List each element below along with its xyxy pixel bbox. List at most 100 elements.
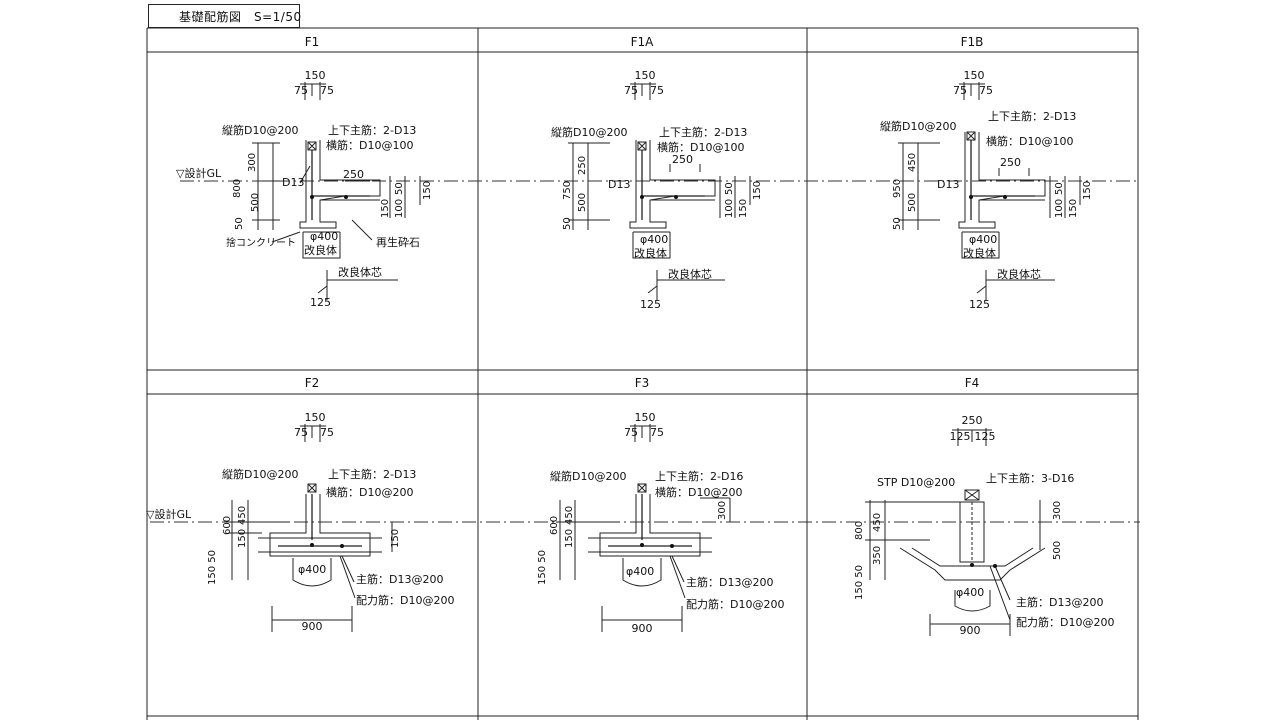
- dim-150-50: 150 50: [854, 565, 865, 600]
- dim-800: 800: [232, 179, 243, 198]
- dim-50-right: 50: [1054, 182, 1065, 195]
- dim-900: 900: [302, 620, 323, 633]
- label-horizontal-bar: 横筋：D10@100: [326, 138, 413, 152]
- title-block: 基礎配筋図 S=1/50: [148, 4, 302, 28]
- dim-300: 300: [717, 501, 728, 520]
- dim-150-bottom: 150: [1068, 199, 1079, 218]
- dim-50: 50: [892, 217, 903, 230]
- panel-f4: 250 125 125 STP D10@200 上下主筋：3-D16 450 8…: [854, 414, 1114, 637]
- label-pile: φ400: [969, 233, 997, 246]
- dim-800: 800: [854, 521, 865, 540]
- label-vertical-rebar: 縦筋D10@200: [222, 467, 298, 481]
- dim-450: 450: [907, 153, 918, 172]
- dim-150-50: 150 50: [537, 550, 548, 585]
- dim-500: 500: [577, 193, 588, 212]
- dim-150-right: 150: [390, 529, 401, 548]
- dim-150-right: 150: [752, 181, 763, 200]
- dim-300: 300: [247, 153, 258, 172]
- dim-900: 900: [960, 624, 981, 637]
- label-distribution-rebar: 配力筋：D10@200: [356, 593, 454, 607]
- dim-100-right: 100: [394, 199, 405, 218]
- label-vertical-rebar: 縦筋D10@200: [222, 123, 298, 137]
- dim-width-top: 150: [305, 411, 326, 424]
- dim-half-left: 75: [294, 84, 308, 97]
- label-d13: D13: [937, 178, 959, 191]
- label-distribution-rebar: 配力筋：D10@200: [686, 597, 784, 611]
- label-pile: φ400: [640, 233, 668, 246]
- label-improved-core: 改良体芯: [338, 265, 382, 279]
- dim-150-50: 150 50: [207, 550, 218, 585]
- panel-f1a: 150 75 75 縦筋D10@200 上下主筋：2-D13 横筋：D10@10…: [551, 69, 763, 311]
- dim-width-top: 150: [635, 69, 656, 82]
- label-horizontal-bar: 横筋：D10@100: [986, 134, 1073, 148]
- dim-300: 300: [1052, 501, 1063, 520]
- label-d13: D13: [282, 176, 304, 189]
- dim-450: 450: [237, 506, 248, 525]
- dim-500: 500: [1052, 541, 1063, 560]
- label-improved-body: 改良体: [304, 243, 337, 257]
- label-main-bar: 上下主筋：3-D16: [986, 471, 1074, 485]
- dim-250: 250: [672, 153, 693, 166]
- dim-125: 125: [640, 298, 661, 311]
- dim-250: 250: [1000, 156, 1021, 169]
- dim-50-right: 50: [394, 182, 405, 195]
- label-pile: φ400: [310, 230, 338, 243]
- label-main-bar: 上下主筋：2-D13: [328, 123, 416, 137]
- label-main-bar: 上下主筋：2-D13: [988, 109, 1076, 123]
- label-main-rebar: 主筋：D13@200: [1016, 595, 1103, 609]
- dim-width-top: 250: [962, 414, 983, 427]
- dim-150-right: 150: [422, 181, 433, 200]
- panel-f2: 150 75 75 縦筋D10@200 上下主筋：2-D13 横筋：D10@20…: [146, 411, 454, 633]
- panel-f3: 150 75 75 縦筋D10@200 上下主筋：2-D16 横筋：D10@20…: [537, 411, 784, 635]
- dim-half-left: 75: [624, 426, 638, 439]
- dim-250-vertical: 250: [577, 156, 588, 175]
- dim-width-top: 150: [964, 69, 985, 82]
- dim-150-right: 150: [1082, 181, 1093, 200]
- dim-half-left: 75: [953, 84, 967, 97]
- label-improved-core: 改良体芯: [668, 267, 712, 281]
- dim-half-left: 125: [950, 430, 971, 443]
- dim-half-right: 75: [650, 426, 664, 439]
- label-design-gl: ▽設計GL: [176, 166, 222, 180]
- label-pile: φ400: [626, 565, 654, 578]
- dim-450: 450: [872, 513, 883, 532]
- dim-900: 900: [632, 622, 653, 635]
- dim-450: 450: [564, 506, 575, 525]
- dim-600: 600: [222, 516, 233, 535]
- label-vertical-rebar: 縦筋D10@200: [551, 125, 627, 139]
- label-distribution-rebar: 配力筋：D10@200: [1016, 615, 1114, 629]
- panel-label-f1a: F1A: [631, 35, 655, 49]
- dim-500: 500: [907, 193, 918, 212]
- label-pile: φ400: [956, 586, 984, 599]
- label-improved-body: 改良体: [634, 246, 667, 260]
- dim-150-bottom: 150: [738, 199, 749, 218]
- dim-500: 500: [250, 193, 261, 212]
- dim-600: 600: [549, 516, 560, 535]
- panel-label-f3: F3: [635, 376, 650, 390]
- drawing-title: 基礎配筋図 S=1/50: [179, 10, 302, 24]
- label-design-gl: ▽設計GL: [146, 507, 192, 521]
- panel-f1: 150 75 75 縦筋D10@200 上下主筋：2-D13 横筋：D10@10…: [176, 69, 433, 309]
- dim-50-right: 50: [724, 182, 735, 195]
- dim-100-right: 100: [724, 199, 735, 218]
- panel-label-f4: F4: [965, 376, 980, 390]
- label-improved-core: 改良体芯: [997, 267, 1041, 281]
- label-vertical-rebar: 縦筋D10@200: [880, 119, 956, 133]
- label-lean-concrete: 捨コンクリート: [226, 236, 296, 249]
- dim-50: 50: [562, 217, 573, 230]
- dim-750: 750: [562, 181, 573, 200]
- dim-250: 250: [343, 168, 364, 181]
- dim-50: 50: [234, 217, 245, 230]
- dim-half-left: 75: [294, 426, 308, 439]
- dim-half-right: 75: [650, 84, 664, 97]
- dim-125: 125: [969, 298, 990, 311]
- dim-half-right: 75: [320, 426, 334, 439]
- label-crushed-stone: 再生砕石: [376, 235, 420, 249]
- panel-label-f1: F1: [305, 35, 320, 49]
- dim-width-top: 150: [305, 69, 326, 82]
- label-improved-body: 改良体: [963, 246, 996, 260]
- dim-150-bottom: 150: [380, 199, 391, 218]
- label-main-bar: 上下主筋：2-D13: [659, 125, 747, 139]
